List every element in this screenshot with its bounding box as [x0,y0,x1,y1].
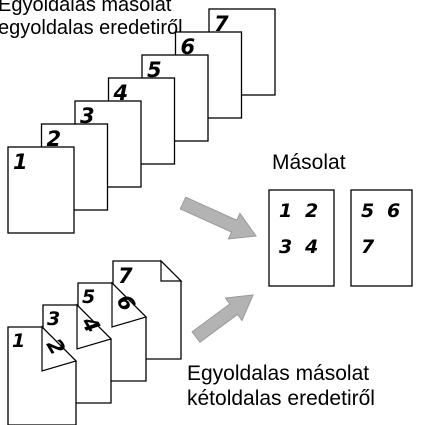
page-number-label: 1 [12,330,25,352]
arrow-single-to-copy [179,196,257,240]
arrow-double-to-copy [191,294,254,343]
caption-bottom-line1: Egyoldalas másolat [187,362,370,385]
copy-page-label: 1 [279,200,292,222]
copy-page-label: 4 [304,236,318,258]
copy-page-label: 6 [387,200,400,222]
caption-single-from-single: Egyoldalas másolat egyoldalas eredetiről [0,0,183,40]
copy-page-label: 3 [279,236,292,258]
copy-page-label: 2 [305,200,318,222]
copy-page-label: 5 [361,200,374,222]
caption-top-line1: Egyoldalas másolat [0,0,172,16]
arrows [179,196,257,343]
page-number-label: 3 [47,308,60,330]
single-sided-page: 1 [7,146,75,234]
page-number-label: 5 [82,286,95,308]
caption-top-line2: egyoldalas eredetiről [0,17,183,39]
page-number-label: 1 [13,150,28,174]
page-number-label: 4 [113,81,129,105]
page-number-label: 7 [118,264,133,288]
caption-bottom-line2: kétoldalas eredetiről [187,387,375,410]
copy-page-label: 7 [361,236,375,258]
page-number-label: 6 [181,35,196,59]
caption-copy: Másolat [272,151,346,174]
page-number-label: 5 [147,58,162,82]
caption-single-from-double: Egyoldalas másolat kétoldalas eredetiről [187,361,375,411]
page-number-label: 7 [214,12,229,36]
page-number-label: 3 [80,104,95,128]
page-number-label: 2 [47,127,62,151]
